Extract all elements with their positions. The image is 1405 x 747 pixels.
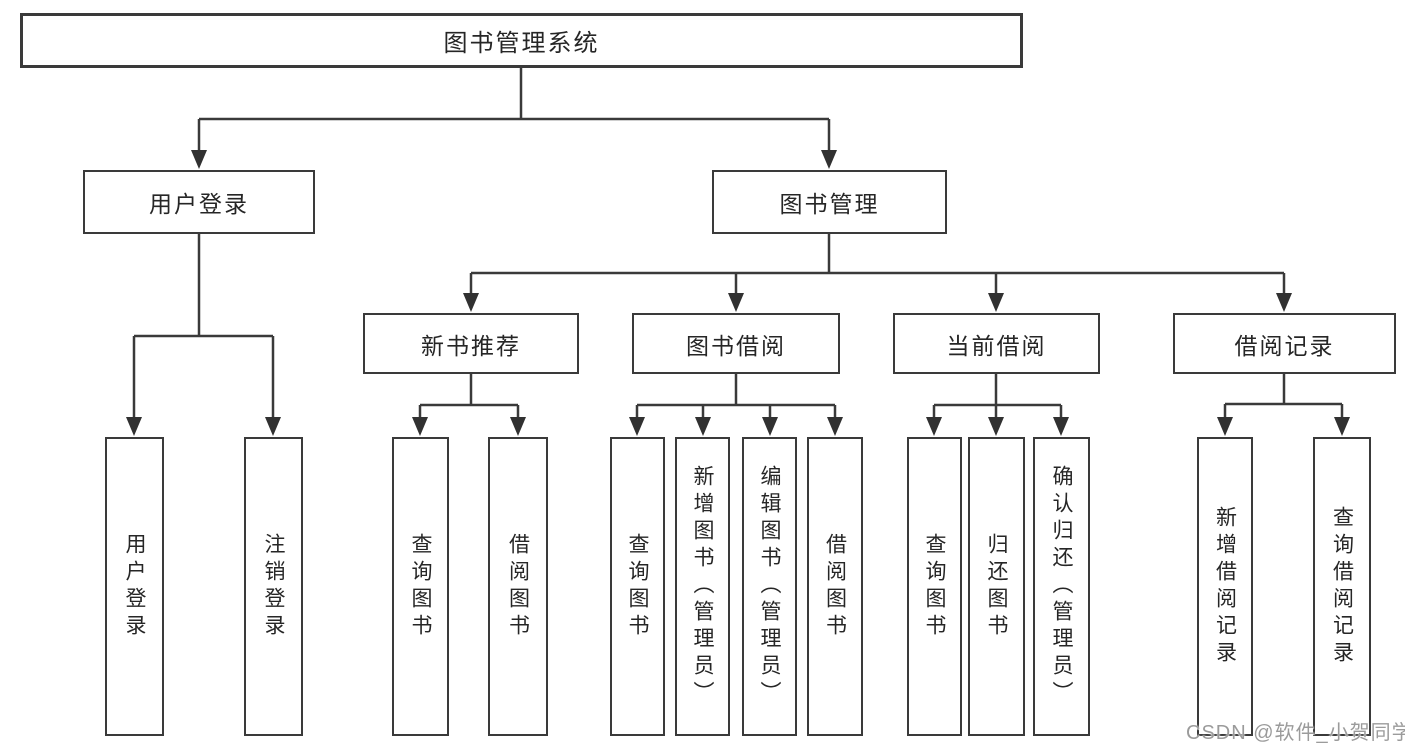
leaf-current-confirm-label: 确认归还（管理员）: [1050, 465, 1074, 708]
leaf-newbook-query: 查询图书: [392, 437, 449, 736]
leaf-logout: 注销登录: [244, 437, 303, 736]
tree-edges: [132, 68, 1344, 419]
node-current-borrow-label: 当前借阅: [946, 332, 1047, 359]
node-book-management-label: 图书管理: [779, 191, 880, 217]
node-library-system: 图书管理系统: [20, 13, 1023, 68]
leaf-borrow-query-label: 查询图书: [626, 532, 650, 641]
leaf-borrow-query: 查询图书: [610, 437, 665, 736]
node-borrow-records-label: 借阅记录: [1234, 332, 1335, 359]
arrowhead-icons: [126, 150, 1350, 436]
leaf-current-query-label: 查询图书: [923, 532, 947, 641]
leaf-newbook-borrow-label: 借阅图书: [506, 532, 530, 641]
leaf-borrow-edit-label: 编辑图书（管理员）: [758, 465, 782, 708]
leaf-current-return: 归还图书: [968, 437, 1025, 736]
leaf-records-query: 查询借阅记录: [1313, 437, 1371, 736]
node-current-borrow: 当前借阅: [893, 313, 1100, 374]
node-new-book-recommend-label: 新书推荐: [421, 332, 521, 359]
leaf-borrow-add-label: 新增图书（管理员）: [691, 465, 715, 708]
leaf-logout-label: 注销登录: [262, 532, 286, 641]
node-borrow-records: 借阅记录: [1173, 313, 1396, 374]
node-book-management: 图书管理: [712, 170, 947, 234]
leaf-current-return-label: 归还图书: [985, 532, 1009, 641]
node-new-book-recommend: 新书推荐: [363, 313, 579, 374]
node-book-borrow-label: 图书借阅: [686, 332, 786, 359]
leaf-current-query: 查询图书: [907, 437, 962, 736]
leaf-newbook-query-label: 查询图书: [409, 532, 433, 641]
node-library-system-label: 图书管理系统: [443, 30, 600, 57]
leaf-user-login-label: 用户登录: [123, 532, 147, 641]
node-book-borrow: 图书借阅: [632, 313, 840, 374]
leaf-borrow-borrow-label: 借阅图书: [823, 532, 847, 641]
leaf-borrow-borrow: 借阅图书: [807, 437, 863, 736]
leaf-user-login: 用户登录: [105, 437, 164, 736]
leaf-borrow-add: 新增图书（管理员）: [675, 437, 730, 736]
leaf-records-add-label: 新增借阅记录: [1213, 505, 1237, 668]
leaf-records-query-label: 查询借阅记录: [1330, 505, 1354, 668]
csdn-watermark: CSDN @软件_小贺同学: [1186, 722, 1405, 744]
leaf-newbook-borrow: 借阅图书: [488, 437, 548, 736]
node-user-login-label: 用户登录: [149, 191, 249, 217]
leaf-records-add: 新增借阅记录: [1197, 437, 1253, 736]
node-user-login: 用户登录: [83, 170, 315, 234]
leaf-current-confirm: 确认归还（管理员）: [1033, 437, 1090, 736]
leaf-borrow-edit: 编辑图书（管理员）: [742, 437, 797, 736]
